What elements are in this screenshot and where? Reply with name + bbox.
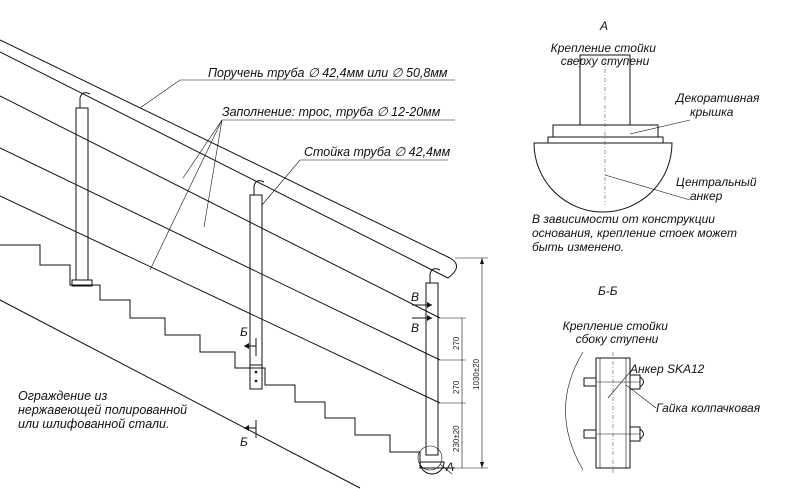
detail-bb-title-line-1: Крепление стойки xyxy=(563,319,669,333)
fence-material-line-3: или шлифованной стали. xyxy=(18,417,169,431)
detail-bb-title-line-2: сбоку ступени xyxy=(576,332,659,346)
detail-a-anchor-line-2: анкер xyxy=(690,189,723,203)
dim-spacing-lower: 230±20 xyxy=(452,425,461,452)
detail-a-anchor-line-1: Центральный xyxy=(676,175,757,189)
section-mark-b-top: Б xyxy=(240,325,257,356)
detail-a-circle xyxy=(417,445,443,471)
detail-a-letter: А xyxy=(599,19,608,33)
dim-spacing-middle: 270 xyxy=(452,380,461,394)
detail-a-note-line-3: быть изменено. xyxy=(532,240,624,254)
stair-stringer xyxy=(0,299,361,489)
dim-spacing-upper: 270 xyxy=(452,336,461,350)
dim-total-height: 1030±20 xyxy=(472,358,481,390)
post-2 xyxy=(249,180,265,390)
mark-v-top-label: В xyxy=(411,290,419,304)
detail-a-drawing xyxy=(533,54,691,213)
fence-material-line-2: нержавеющей полированной xyxy=(18,403,187,417)
label-leaders xyxy=(139,79,455,271)
detail-a-note-line-2: основания, крепление стоек может xyxy=(532,226,737,240)
mark-b-bottom-label: Б xyxy=(240,435,248,449)
detail-bb-drawing xyxy=(565,351,657,474)
detail-a-leader xyxy=(439,463,453,475)
handrail-label: Поручень труба ∅ 42,4мм или ∅ 50,8мм xyxy=(208,66,448,80)
post-1 xyxy=(71,92,93,287)
mark-a-label: А xyxy=(445,460,454,474)
staircase-steps xyxy=(0,244,455,469)
section-mark-b-bottom: Б xyxy=(240,420,257,449)
detail-a-anchor-label: Центральный анкер xyxy=(676,175,760,203)
detail-bb-nut-label: Гайка колпачковая xyxy=(656,401,761,415)
detail-a-title-line-1: Крепление стойки xyxy=(551,41,657,55)
detail-a-note: В зависимости от конструкции основания, … xyxy=(532,212,740,254)
post-label: Стойка труба ∅ 42,4мм xyxy=(304,145,451,159)
fence-material-note: Ограждение из нержавеющей полированной и… xyxy=(18,389,191,431)
detail-a-cap-line-2: крышка xyxy=(690,105,734,119)
detail-a-cap-label: Декоративная крышка xyxy=(674,91,763,119)
height-dimensions xyxy=(440,257,488,469)
handrail-tube xyxy=(0,39,457,279)
mark-b-top-label: Б xyxy=(240,325,248,339)
detail-a-note-line-1: В зависимости от конструкции xyxy=(532,212,715,226)
infill-cables xyxy=(0,95,441,404)
detail-bb-anchor-label: Анкер SKA12 xyxy=(629,362,705,376)
detail-bb-letter: Б-Б xyxy=(598,284,618,298)
fence-material-line-1: Ограждение из xyxy=(18,389,107,403)
post-3 xyxy=(419,268,445,475)
infill-label: Заполнение: трос, труба ∅ 12-20мм xyxy=(222,105,441,119)
detail-bb-title: Крепление стойки сбоку ступени xyxy=(563,319,672,346)
mark-v-bottom-label: В xyxy=(411,321,419,335)
detail-a-title: Крепление стойки сверху ступени xyxy=(551,41,660,68)
detail-a-title-line-2: сверху ступени xyxy=(561,54,650,68)
detail-a-cap-line-1: Декоративная xyxy=(674,91,760,105)
section-mark-v: В В xyxy=(411,290,432,335)
